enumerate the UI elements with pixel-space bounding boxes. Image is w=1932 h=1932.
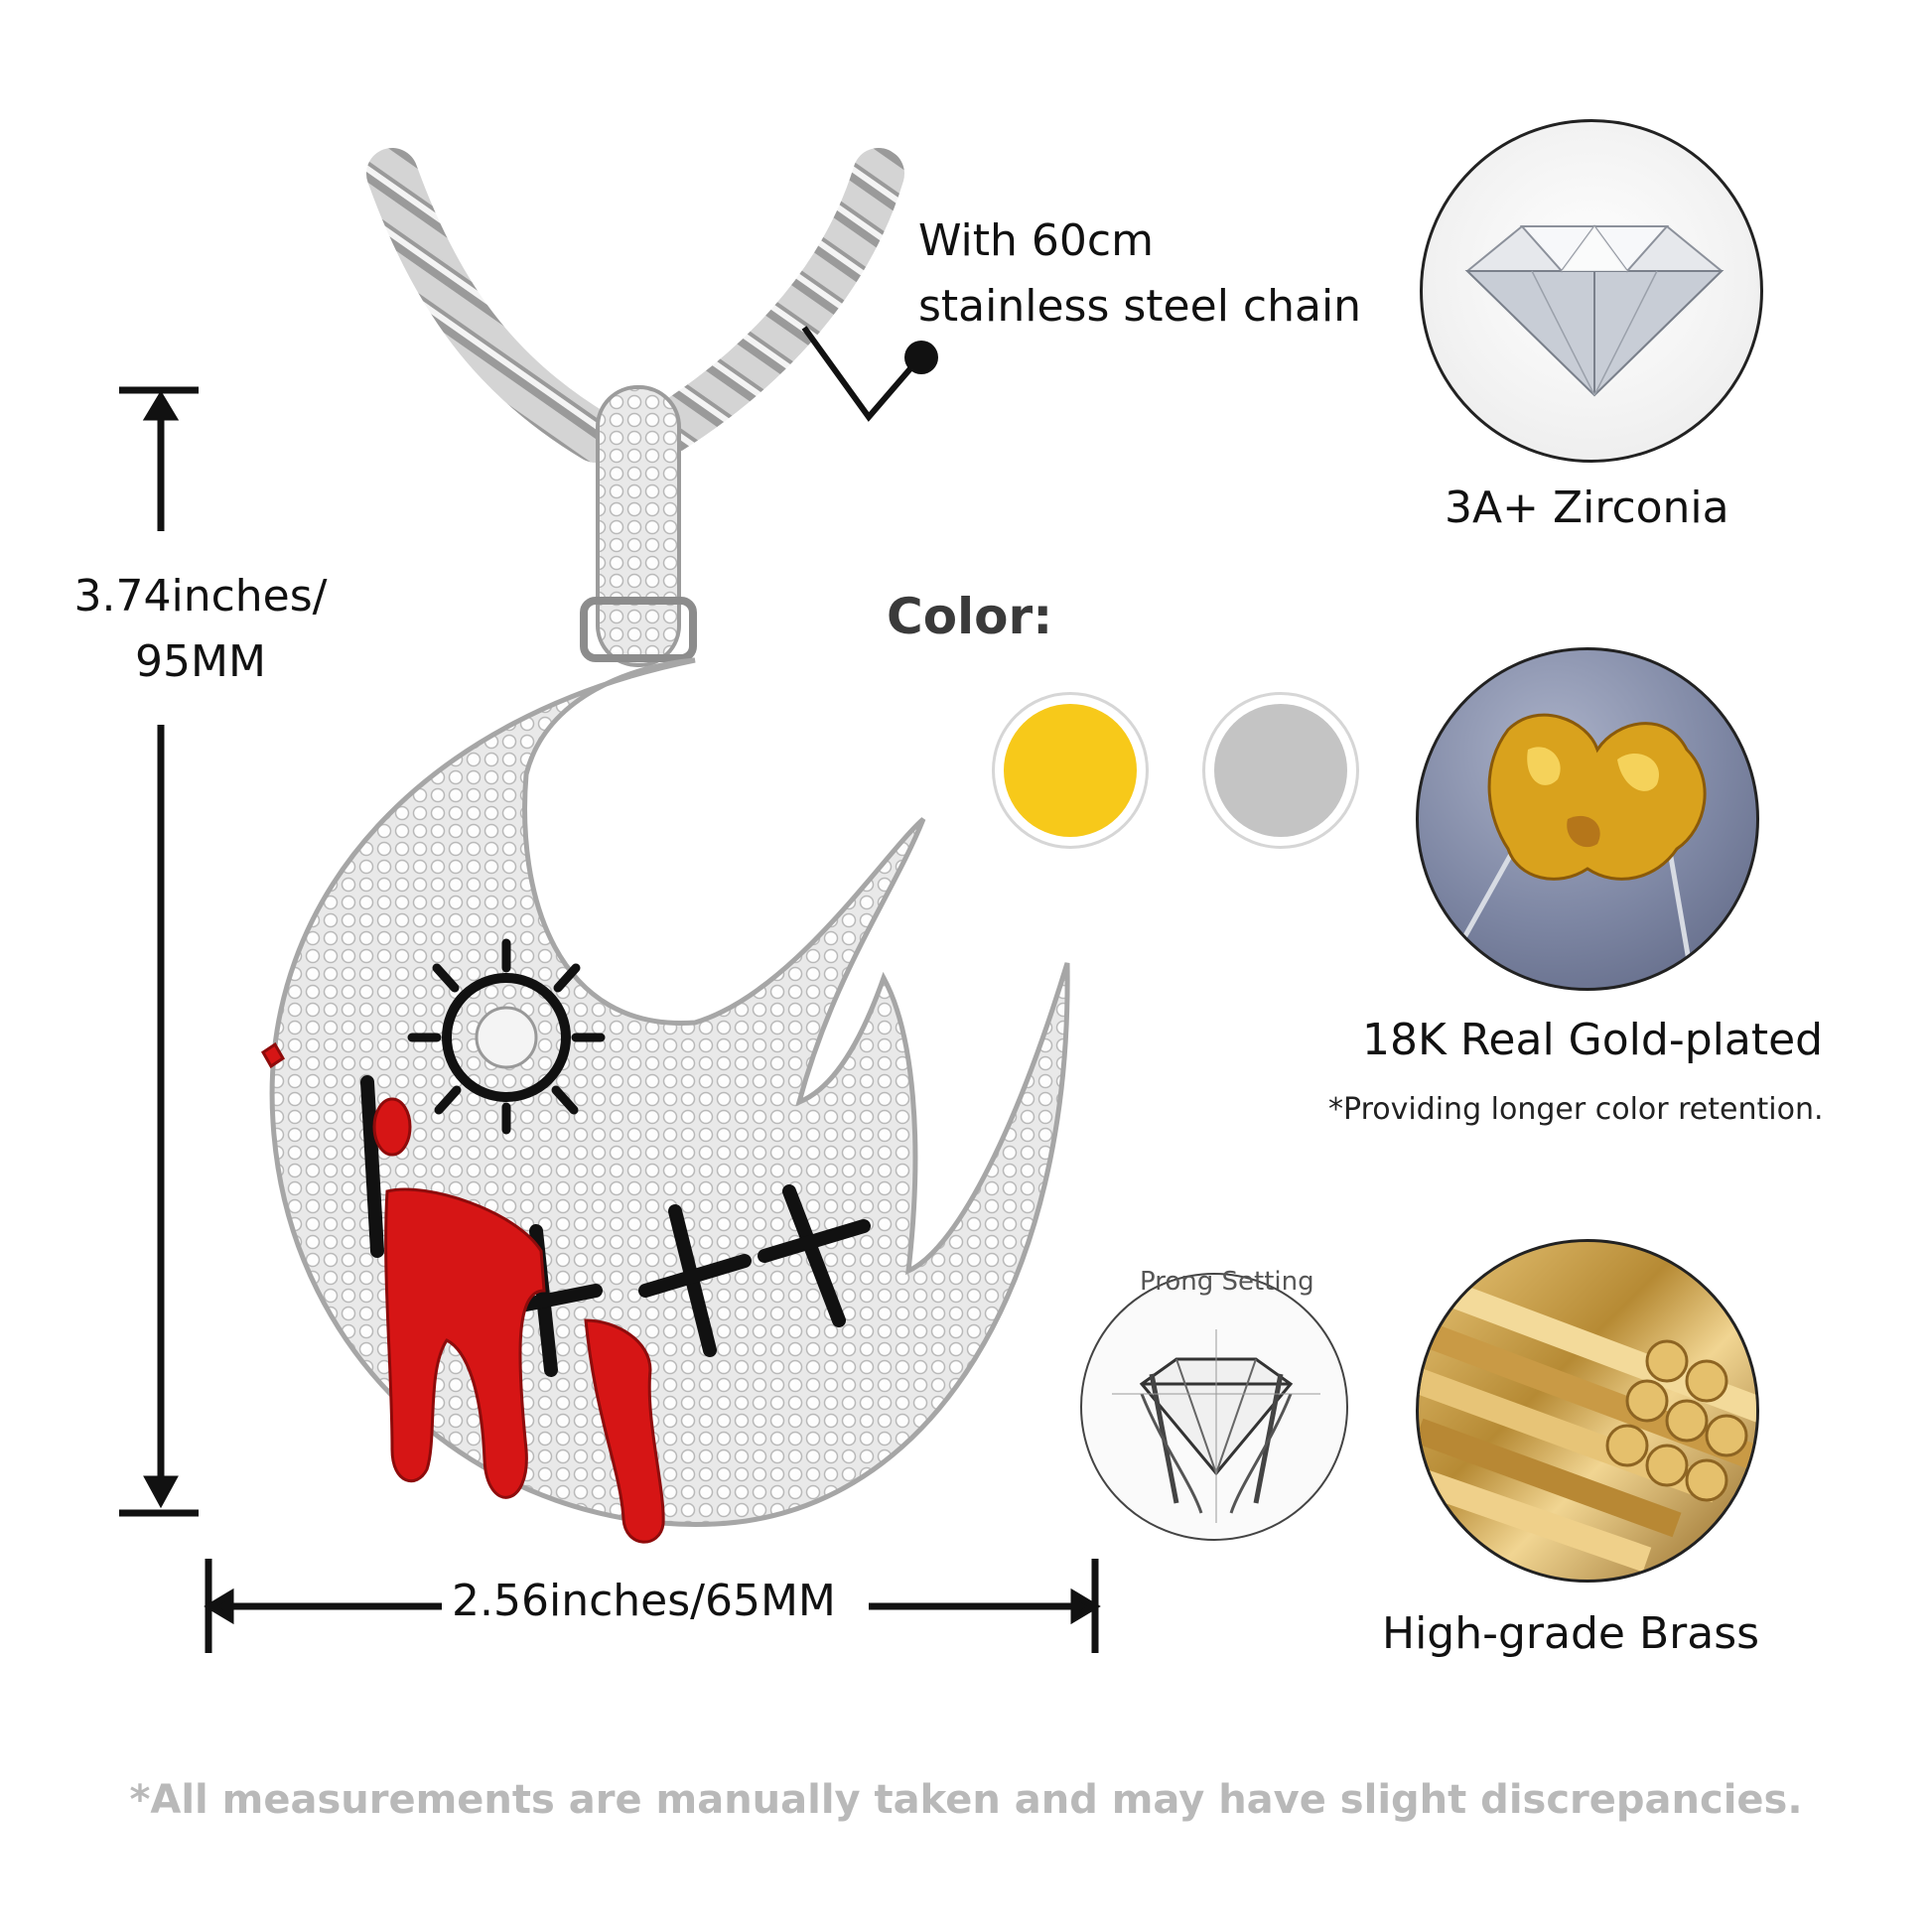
chain-pointer: [801, 326, 938, 422]
gold-nugget-graphic: [1455, 713, 1707, 979]
prong-setting-graphic: [1112, 1329, 1320, 1523]
height-label-line2: 95MM: [135, 636, 266, 687]
height-label: 3.74inches/ 95MM: [62, 564, 340, 695]
gold-plated-label: 18K Real Gold-plated: [1362, 1015, 1824, 1065]
red-enamel-drips: [261, 1041, 665, 1544]
width-label: 2.56inches/65MM: [452, 1576, 836, 1626]
width-dimension-line: [204, 1559, 1101, 1653]
gold-nugget-icon: [1416, 647, 1759, 991]
pendant-bail: [580, 385, 697, 667]
chain-label-line2: stainless steel chain: [918, 281, 1362, 332]
zirconia-label: 3A+ Zirconia: [1445, 483, 1729, 533]
height-dimension-line: [119, 386, 199, 1517]
silver-color-swatch-fill: [1214, 704, 1347, 837]
brass-rods-icon: [1416, 1239, 1759, 1583]
gold-plated-note: *Providing longer color retention.: [1328, 1092, 1824, 1127]
silver-color-swatch[interactable]: [1202, 692, 1359, 849]
chain-label: With 60cm stainless steel chain: [918, 208, 1361, 340]
brass-label: High-grade Brass: [1382, 1608, 1760, 1659]
moon-eye: [407, 938, 606, 1135]
prong-setting-icon: [1080, 1273, 1348, 1541]
rope-chain: [366, 148, 904, 463]
measurement-footnote: *All measurements are manually taken and…: [129, 1777, 1803, 1823]
diamond-icon-graphic: [1464, 224, 1725, 397]
height-label-line1: 3.74inches/: [73, 571, 328, 621]
diamond-icon: [1420, 119, 1763, 463]
brass-rods-graphic: [1419, 1269, 1756, 1573]
mouth-stitches: [360, 1075, 871, 1377]
color-title: Color:: [887, 588, 1053, 645]
chain-label-line1: With 60cm: [918, 215, 1154, 266]
gold-color-swatch[interactable]: [992, 692, 1149, 849]
prong-setting-label: Prong Setting: [1140, 1267, 1314, 1297]
gold-color-swatch-fill: [1004, 704, 1137, 837]
